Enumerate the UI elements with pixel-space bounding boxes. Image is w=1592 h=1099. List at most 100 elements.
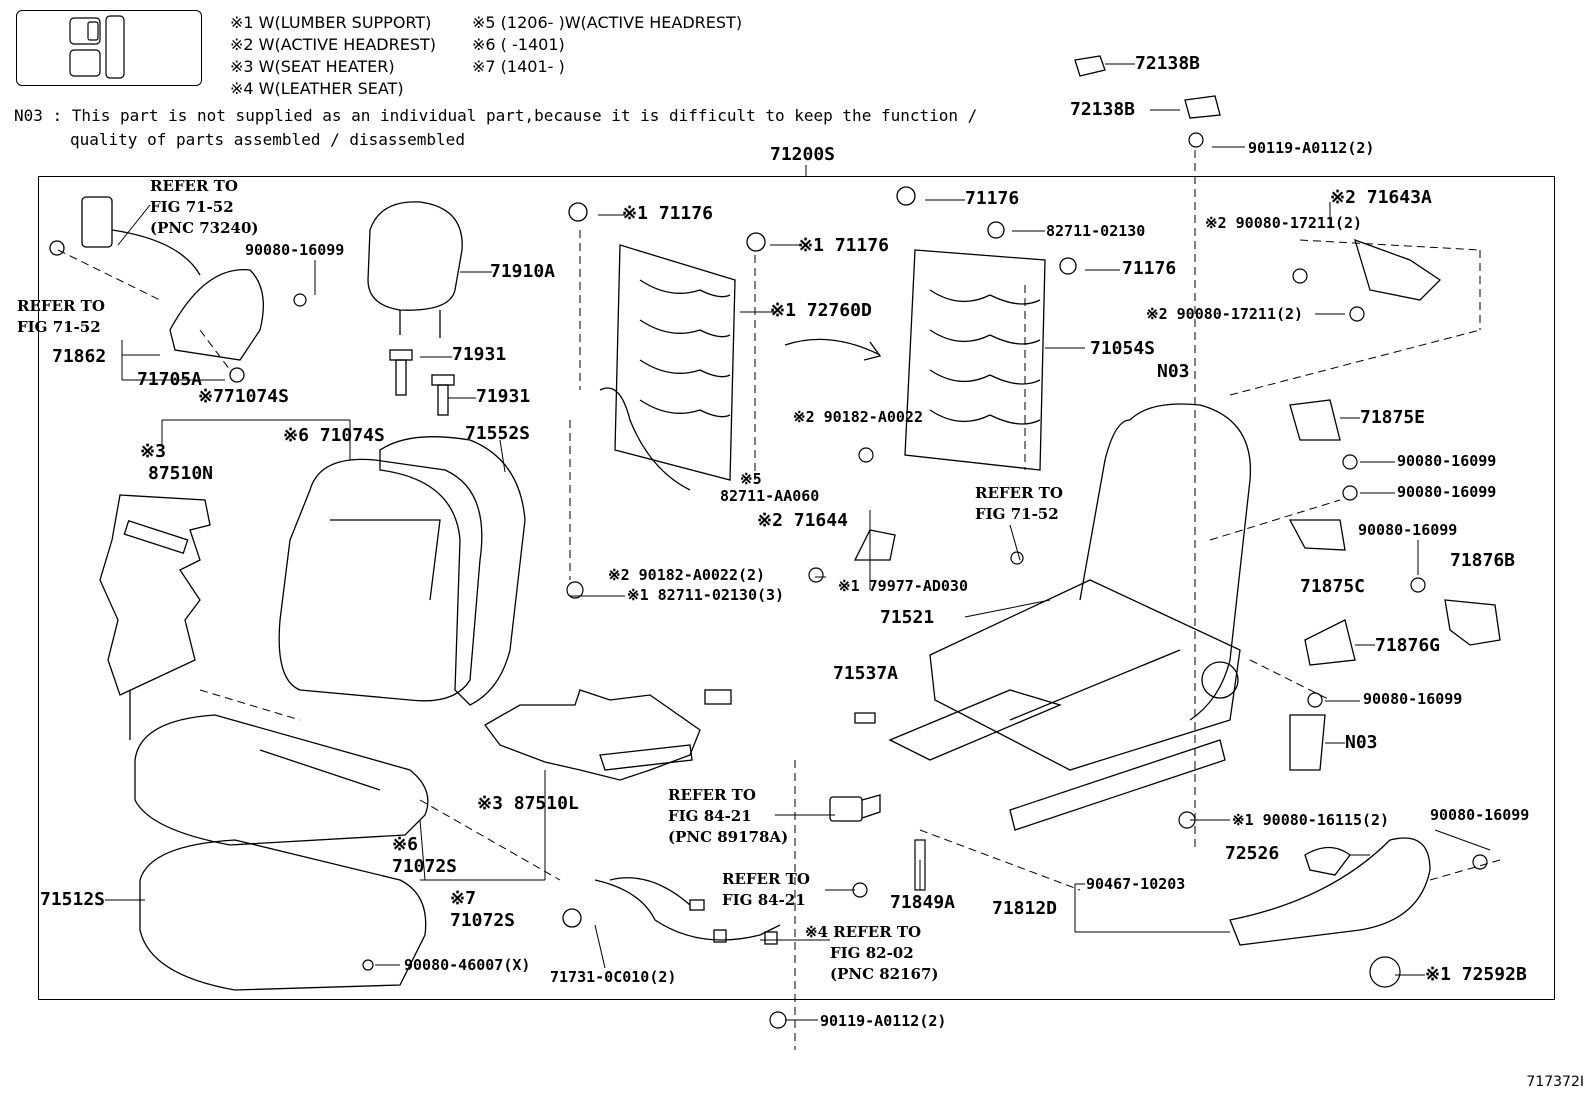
direction-arrow — [784, 338, 882, 361]
part-label-N03-a[interactable]: N03 — [1157, 361, 1190, 382]
part-label-71731-0C010[interactable]: 71731-0C010(2) — [550, 968, 677, 986]
part-label-79977-AD030[interactable]: ※1 79977-AD030 — [838, 577, 968, 595]
part-label-72138B-b[interactable]: 72138B — [1070, 99, 1136, 120]
seat-frame-assembly — [888, 403, 1252, 831]
part-label-90182-A0022[interactable]: ※2 90182-A0022 — [793, 408, 923, 426]
part-label-71054S[interactable]: 71054S — [1090, 338, 1156, 359]
part-label-72138B-a[interactable]: 72138B — [1135, 53, 1201, 74]
seatback-cover-71074S — [278, 458, 483, 702]
refer-line: FIG 84-21 — [668, 807, 752, 825]
diagram-frame — [38, 176, 1555, 1000]
refer-fig-71-52-c[interactable]: REFER TO FIG 71-52 — [975, 483, 1063, 525]
part-label-90467-10203[interactable]: 90467-10203 — [1086, 875, 1186, 893]
part-label-71643A[interactable]: ※2 71643A — [1330, 187, 1432, 208]
refer-fig-71-52-a[interactable]: REFER TO FIG 71-52 (PNC 73240) — [150, 176, 259, 239]
part-label-72760D[interactable]: ※1 72760D — [770, 300, 872, 321]
part-label-90182-A0022-2[interactable]: ※2 90182-A0022(2) — [608, 566, 766, 584]
part-label-90080-17211-b[interactable]: ※2 90080-17211(2) — [1146, 305, 1304, 323]
legend-item-5: ※5 (1206- )W(ACTIVE HEADREST) — [472, 13, 743, 32]
part-label-71537A[interactable]: 71537A — [833, 663, 899, 684]
note-line-2: quality of parts assembled / disassemble… — [70, 130, 465, 149]
part-label-90080-16099-a[interactable]: 90080-16099 — [245, 241, 345, 259]
part-label-87510L[interactable]: ※3 87510L — [477, 793, 579, 814]
part-label-71176-c[interactable]: 71176 — [965, 188, 1020, 209]
part-label-71072S-6[interactable]: ※6 71072S — [392, 834, 457, 878]
variant-mark: ※6 — [392, 834, 418, 855]
part-label-71074S-6[interactable]: ※6 71074S — [283, 425, 385, 446]
part-number: 71072S — [392, 856, 458, 877]
part-label-90119-top[interactable]: 90119-A0112(2) — [1248, 139, 1375, 157]
legend-item-6: ※6 ( -1401) — [472, 35, 565, 54]
part-label-71931-a[interactable]: 71931 — [452, 344, 507, 365]
trim-covers — [853, 55, 1501, 946]
part-label-90119-bottom[interactable]: 90119-A0112(2) — [820, 1012, 947, 1030]
side-shield-71862 — [169, 269, 264, 383]
refer-line: ※4 REFER TO — [805, 923, 922, 941]
refer-line: REFER TO — [722, 870, 810, 888]
part-label-71931-b[interactable]: 71931 — [476, 386, 531, 407]
part-label-90080-16115[interactable]: ※1 90080-16115(2) — [1232, 811, 1390, 829]
part-label-71862[interactable]: 71862 — [52, 346, 107, 367]
part-label-71176-b[interactable]: ※1 71176 — [798, 235, 889, 256]
part-label-90080-16099-e[interactable]: 90080-16099 — [1363, 690, 1463, 708]
part-label-90080-17211-a[interactable]: ※2 90080-17211(2) — [1205, 214, 1363, 232]
part-label-90080-16099-c[interactable]: 90080-16099 — [1397, 483, 1497, 501]
part-label-72526[interactable]: 72526 — [1225, 843, 1280, 864]
part-label-71876B[interactable]: 71876B — [1450, 550, 1516, 571]
seat-thumbnail-icon — [69, 15, 125, 79]
figure-id: 717372I — [1526, 1074, 1584, 1090]
part-label-87510N[interactable]: ※3 87510N — [140, 441, 213, 485]
refer-line: REFER TO — [668, 786, 756, 804]
wire-harness — [562, 877, 781, 945]
part-label-71176-a[interactable]: ※1 71176 — [622, 203, 713, 224]
refer-fig-82-02[interactable]: ※4 REFER TO FIG 82-02 (PNC 82167) — [805, 922, 939, 985]
seat-heater-mat-87510L — [484, 689, 732, 781]
part-label-71705A[interactable]: 71705A — [137, 369, 203, 390]
refer-line: FIG 71-52 — [17, 318, 101, 336]
legend-item-2: ※2 W(ACTIVE HEADREST) — [230, 35, 437, 54]
part-label-71875E[interactable]: 71875E — [1360, 407, 1426, 428]
legend-item-4: ※4 W(LEATHER SEAT) — [230, 79, 404, 98]
variant-mark: ※7 — [450, 888, 476, 909]
part-label-82711-AA060[interactable]: 82711-AA060 — [720, 487, 820, 505]
part-label-71910A[interactable]: 71910A — [490, 261, 556, 282]
seat-belt-buckle — [49, 196, 201, 276]
part-label-71849A[interactable]: 71849A — [890, 892, 956, 913]
part-label-71875C[interactable]: 71875C — [1300, 576, 1366, 597]
variant-mark: ※3 — [140, 441, 166, 462]
leader-lines — [105, 63, 1491, 1021]
part-label-71176-d[interactable]: 71176 — [1122, 258, 1177, 279]
part-label-71074S-7[interactable]: ※771074S — [198, 386, 289, 407]
refer-line: (PNC 73240) — [150, 219, 259, 237]
variant-mark-5: ※5 — [740, 470, 762, 488]
part-label-90080-46007[interactable]: 90080-46007(X) — [404, 956, 531, 974]
part-label-72592B[interactable]: ※1 72592B — [1425, 964, 1527, 985]
part-label-90080-16099-d[interactable]: 90080-16099 — [1358, 521, 1458, 539]
part-label-90080-16099-b[interactable]: 90080-16099 — [1397, 452, 1497, 470]
refer-line: FIG 71-52 — [150, 198, 234, 216]
part-label-71812D[interactable]: 71812D — [992, 898, 1058, 919]
bolts-clips — [293, 132, 1488, 1029]
part-label-71072S-7[interactable]: ※7 71072S — [450, 888, 515, 932]
part-label-71521[interactable]: 71521 — [880, 607, 935, 628]
seatback-spring-71054S — [896, 186, 1077, 471]
refer-fig-84-21-a[interactable]: REFER TO FIG 84-21 (PNC 89178A) — [668, 785, 788, 848]
part-label-71200S[interactable]: 71200S — [770, 144, 836, 165]
part-label-82711-02130-3[interactable]: ※1 82711-02130(3) — [627, 586, 785, 604]
legend-left: ※1 W(LUMBER SUPPORT) ※2 W(ACTIVE HEADRES… — [230, 12, 436, 100]
part-label-82711-02130[interactable]: 82711-02130 — [1046, 222, 1146, 240]
legend-right: ※5 (1206- )W(ACTIVE HEADREST) ※6 ( -1401… — [472, 12, 742, 78]
headrest-support-71931 — [389, 349, 455, 416]
refer-fig-84-21-b[interactable]: REFER TO FIG 84-21 — [722, 869, 810, 911]
part-label-90080-16099-f[interactable]: 90080-16099 — [1430, 806, 1530, 824]
part-label-71512S[interactable]: 71512S — [40, 889, 106, 910]
part-label-71644[interactable]: ※2 71644 — [757, 510, 848, 531]
part-label-71552S[interactable]: 71552S — [465, 423, 531, 444]
part-number: 87510N — [148, 463, 214, 484]
refer-fig-71-52-b[interactable]: REFER TO FIG 71-52 — [17, 296, 105, 338]
refer-line: REFER TO — [975, 484, 1063, 502]
seat-heater-mat-87510N — [99, 494, 211, 740]
part-label-71876G[interactable]: 71876G — [1375, 635, 1441, 656]
legend-item-3: ※3 W(SEAT HEATER) — [230, 57, 395, 76]
part-label-N03-b[interactable]: N03 — [1345, 732, 1378, 753]
